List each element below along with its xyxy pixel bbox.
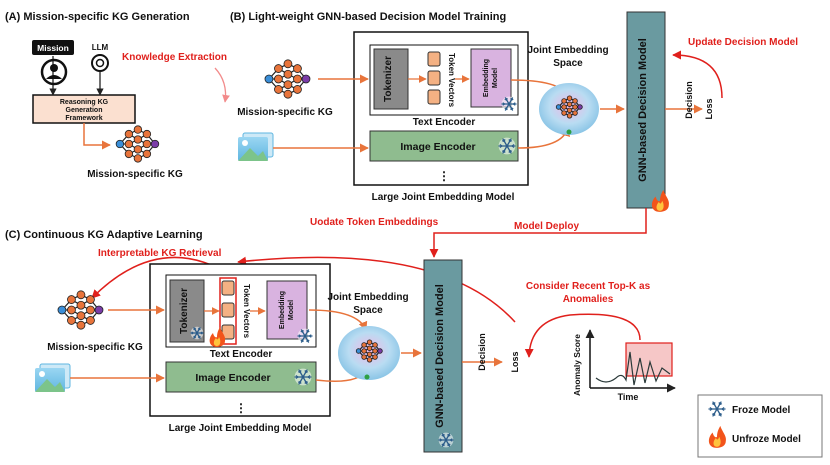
- framework-to-kg-arrow: [83, 123, 111, 150]
- token-vectors-label-b: Token Vectors: [447, 53, 456, 108]
- large-model-label-c: Large Joint Embedding Model: [169, 423, 312, 434]
- legend-fire-icon: [708, 425, 726, 448]
- legend-unfroze-label: Unfroze Model: [732, 434, 801, 445]
- knowledge-extraction-arrow: [214, 67, 230, 103]
- anomalies-label-2: Anomalies: [563, 294, 614, 305]
- large-model-label-b: Large Joint Embedding Model: [372, 192, 515, 203]
- gnn-decision-model-c: GNN-based Decision Model: [423, 259, 463, 453]
- decision-label-c: Decision: [477, 333, 487, 371]
- joint-space-label-c-1: Joint Embedding: [327, 292, 408, 303]
- gnn-label-b: GNN-based Decision Model: [637, 38, 649, 182]
- mission-user-icon: Mission: [32, 40, 74, 86]
- embedding-graph-icon-b: [555, 95, 583, 119]
- embedding-model-block-c: Embedding Model: [266, 280, 308, 340]
- token-vectors-c: Token Vectors: [219, 277, 251, 345]
- fire-icon-b: [651, 189, 669, 212]
- reasoning-kg-framework-box: Reasoning KG Generation Framework: [32, 94, 136, 124]
- loss-label-b: Loss: [704, 98, 714, 119]
- joint-space-label-b-1: Joint Embedding: [527, 45, 608, 56]
- ellipsis-b: ⋮: [438, 169, 450, 183]
- update-decision-model-arrow: [672, 50, 723, 99]
- update-token-embeddings-label: Uodate Token Embeddings: [310, 217, 439, 228]
- model-deploy-arrow: [429, 208, 647, 258]
- section-c-title: (C) Continuous KG Adaptive Learning: [5, 229, 203, 241]
- knowledge-graph-icon-b: [264, 59, 311, 99]
- fire-icon-c-vectors: [209, 327, 226, 347]
- token-vectors-label-c: Token Vectors: [242, 284, 251, 339]
- knowledge-graph-icon-a: [115, 125, 160, 163]
- update-decision-model-label: Update Decision Model: [688, 37, 798, 48]
- time-label: Time: [618, 392, 639, 402]
- joint-space-label-c-2: Space: [353, 305, 383, 316]
- gnn-decision-model-b: GNN-based Decision Model: [626, 11, 666, 209]
- recent-anomaly-window: [625, 342, 673, 377]
- framework-line-3: Framework: [65, 115, 102, 122]
- llm-label: LLM: [92, 43, 109, 52]
- framework-line-1: Reasoning KG: [60, 99, 109, 106]
- snowflake-icon-b-image: [498, 137, 516, 155]
- embedding-graph-icon-c: [355, 339, 383, 363]
- model-deploy-label: Model Deploy: [514, 221, 579, 232]
- section-c-kg-label: Mission-specific KG: [47, 342, 143, 353]
- image-encoder-label-c: Image Encoder: [195, 372, 270, 384]
- section-b-kg-label: Mission-specific KG: [237, 107, 333, 118]
- space-dot-b: [566, 129, 572, 135]
- anomaly-score-plot: Anomaly Score Time: [572, 329, 676, 402]
- mission-label: Mission: [37, 43, 69, 53]
- section-a-title: (A) Mission-specific KG Generation: [5, 11, 190, 23]
- tokenizer-block-b: Tokenizer: [373, 48, 409, 110]
- section-b-title: (B) Light-weight GNN-based Decision Mode…: [230, 11, 506, 23]
- legend-snowflake-icon: [708, 400, 726, 418]
- section-a-kg-label: Mission-specific KG: [87, 169, 183, 180]
- token-vectors-b: Token Vectors: [427, 51, 456, 108]
- image-input-icon-c: [35, 363, 71, 392]
- decision-label-b: Decision: [684, 81, 694, 119]
- update-token-embeddings-arrow: [237, 256, 516, 323]
- llm-icon: [91, 54, 109, 72]
- ellipsis-c: ⋮: [235, 401, 247, 415]
- text-encoder-label-c: Text Encoder: [210, 349, 273, 360]
- gnn-label-c: GNN-based Decision Model: [434, 284, 446, 428]
- image-encoder-block-b: Image Encoder: [369, 130, 519, 162]
- joint-space-label-b-2: Space: [553, 58, 583, 69]
- snowflake-icon-c-embed: [297, 328, 313, 344]
- anomalies-arrow: [524, 313, 641, 358]
- embedding-label-b-2: Model: [492, 68, 499, 88]
- anomaly-score-label: Anomaly Score: [572, 334, 582, 396]
- tokenizer-label-c: Tokenizer: [179, 288, 190, 334]
- anomalies-label-1: Consider Recent Top-K as: [526, 281, 651, 292]
- text-encoder-label-b: Text Encoder: [413, 117, 476, 128]
- snowflake-icon-c-tokenizer: [190, 326, 204, 340]
- loss-label-c: Loss: [510, 351, 520, 372]
- knowledge-extraction-label: Knowledge Extraction: [122, 52, 227, 63]
- embedding-label-c-1: Embedding: [279, 291, 286, 329]
- embedding-label-b-1: Embedding: [483, 59, 490, 97]
- tokenizer-label-b: Tokenizer: [383, 56, 394, 102]
- snowflake-icon-c-image: [294, 368, 312, 386]
- anomaly-score-curve: [595, 351, 671, 386]
- image-input-icon-b: [238, 132, 274, 161]
- legend-froze-label: Froze Model: [732, 405, 791, 416]
- embedding-model-block-b: Embedding Model: [470, 48, 512, 108]
- knowledge-graph-icon-c: [57, 290, 104, 330]
- snowflake-icon-b-embed: [501, 96, 517, 112]
- image-encoder-block-c: Image Encoder: [165, 361, 317, 393]
- framework-line-2: Generation: [66, 107, 103, 114]
- interpretable-kg-label: Interpretable KG Retrieval: [98, 248, 222, 259]
- space-dot-c: [364, 374, 370, 380]
- embedding-label-c-2: Model: [288, 300, 295, 320]
- snowflake-icon-c-gnn: [438, 432, 454, 448]
- image-encoder-label-b: Image Encoder: [400, 141, 475, 153]
